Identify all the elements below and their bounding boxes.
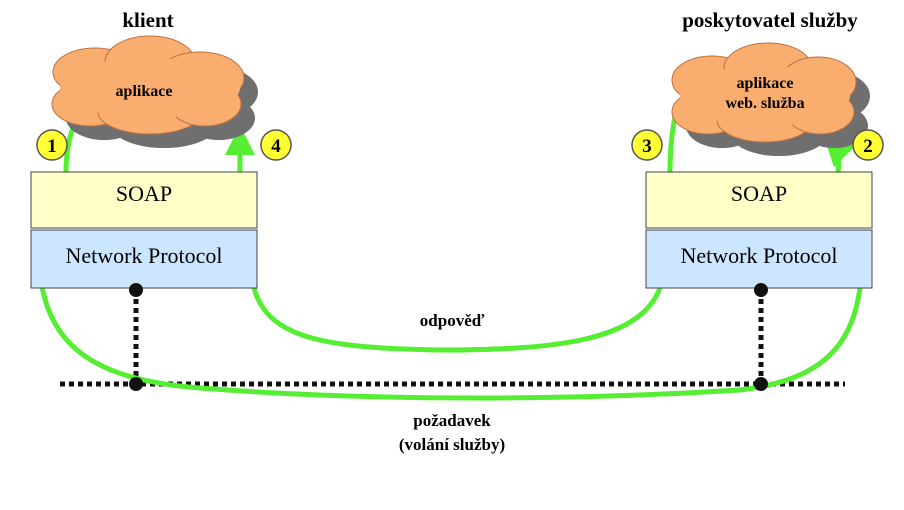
client-network-label: Network Protocol [65,243,222,268]
client-app-label: aplikace [116,83,173,100]
provider-in-arrow [823,135,856,173]
provider-network-label: Network Protocol [680,243,837,268]
badge-1-label: 1 [47,136,57,157]
provider-app-line2: web. služba [725,95,804,112]
response-flow-line [251,287,663,353]
provider-network-box [645,229,873,289]
badge-4 [260,129,292,161]
client-network-node [129,283,143,297]
client-network-box [30,229,258,289]
response-label: odpověď [420,311,485,330]
request-label-line1: požadavek [413,411,491,430]
provider-soap-label: SOAP [731,181,787,206]
badge-3-label: 3 [642,136,652,157]
client-soap-box [30,171,258,229]
client-title: klient [122,8,173,32]
provider-app-line1: aplikace [737,75,794,92]
badge-2-label: 2 [863,136,873,157]
badge-1 [36,129,68,161]
badge-4-label: 4 [271,136,281,157]
provider-soap-box [645,171,873,229]
client-bus-node [129,377,143,391]
provider-bus-node [754,377,768,391]
provider-title: poskytovatel služby [682,8,858,32]
provider-network-node [754,283,768,297]
badge-3 [631,129,663,161]
client-soap-label: SOAP [116,181,172,206]
request-label-line2: (volání služby) [399,435,505,454]
badge-2 [852,129,884,161]
request-flow-line [35,231,865,401]
